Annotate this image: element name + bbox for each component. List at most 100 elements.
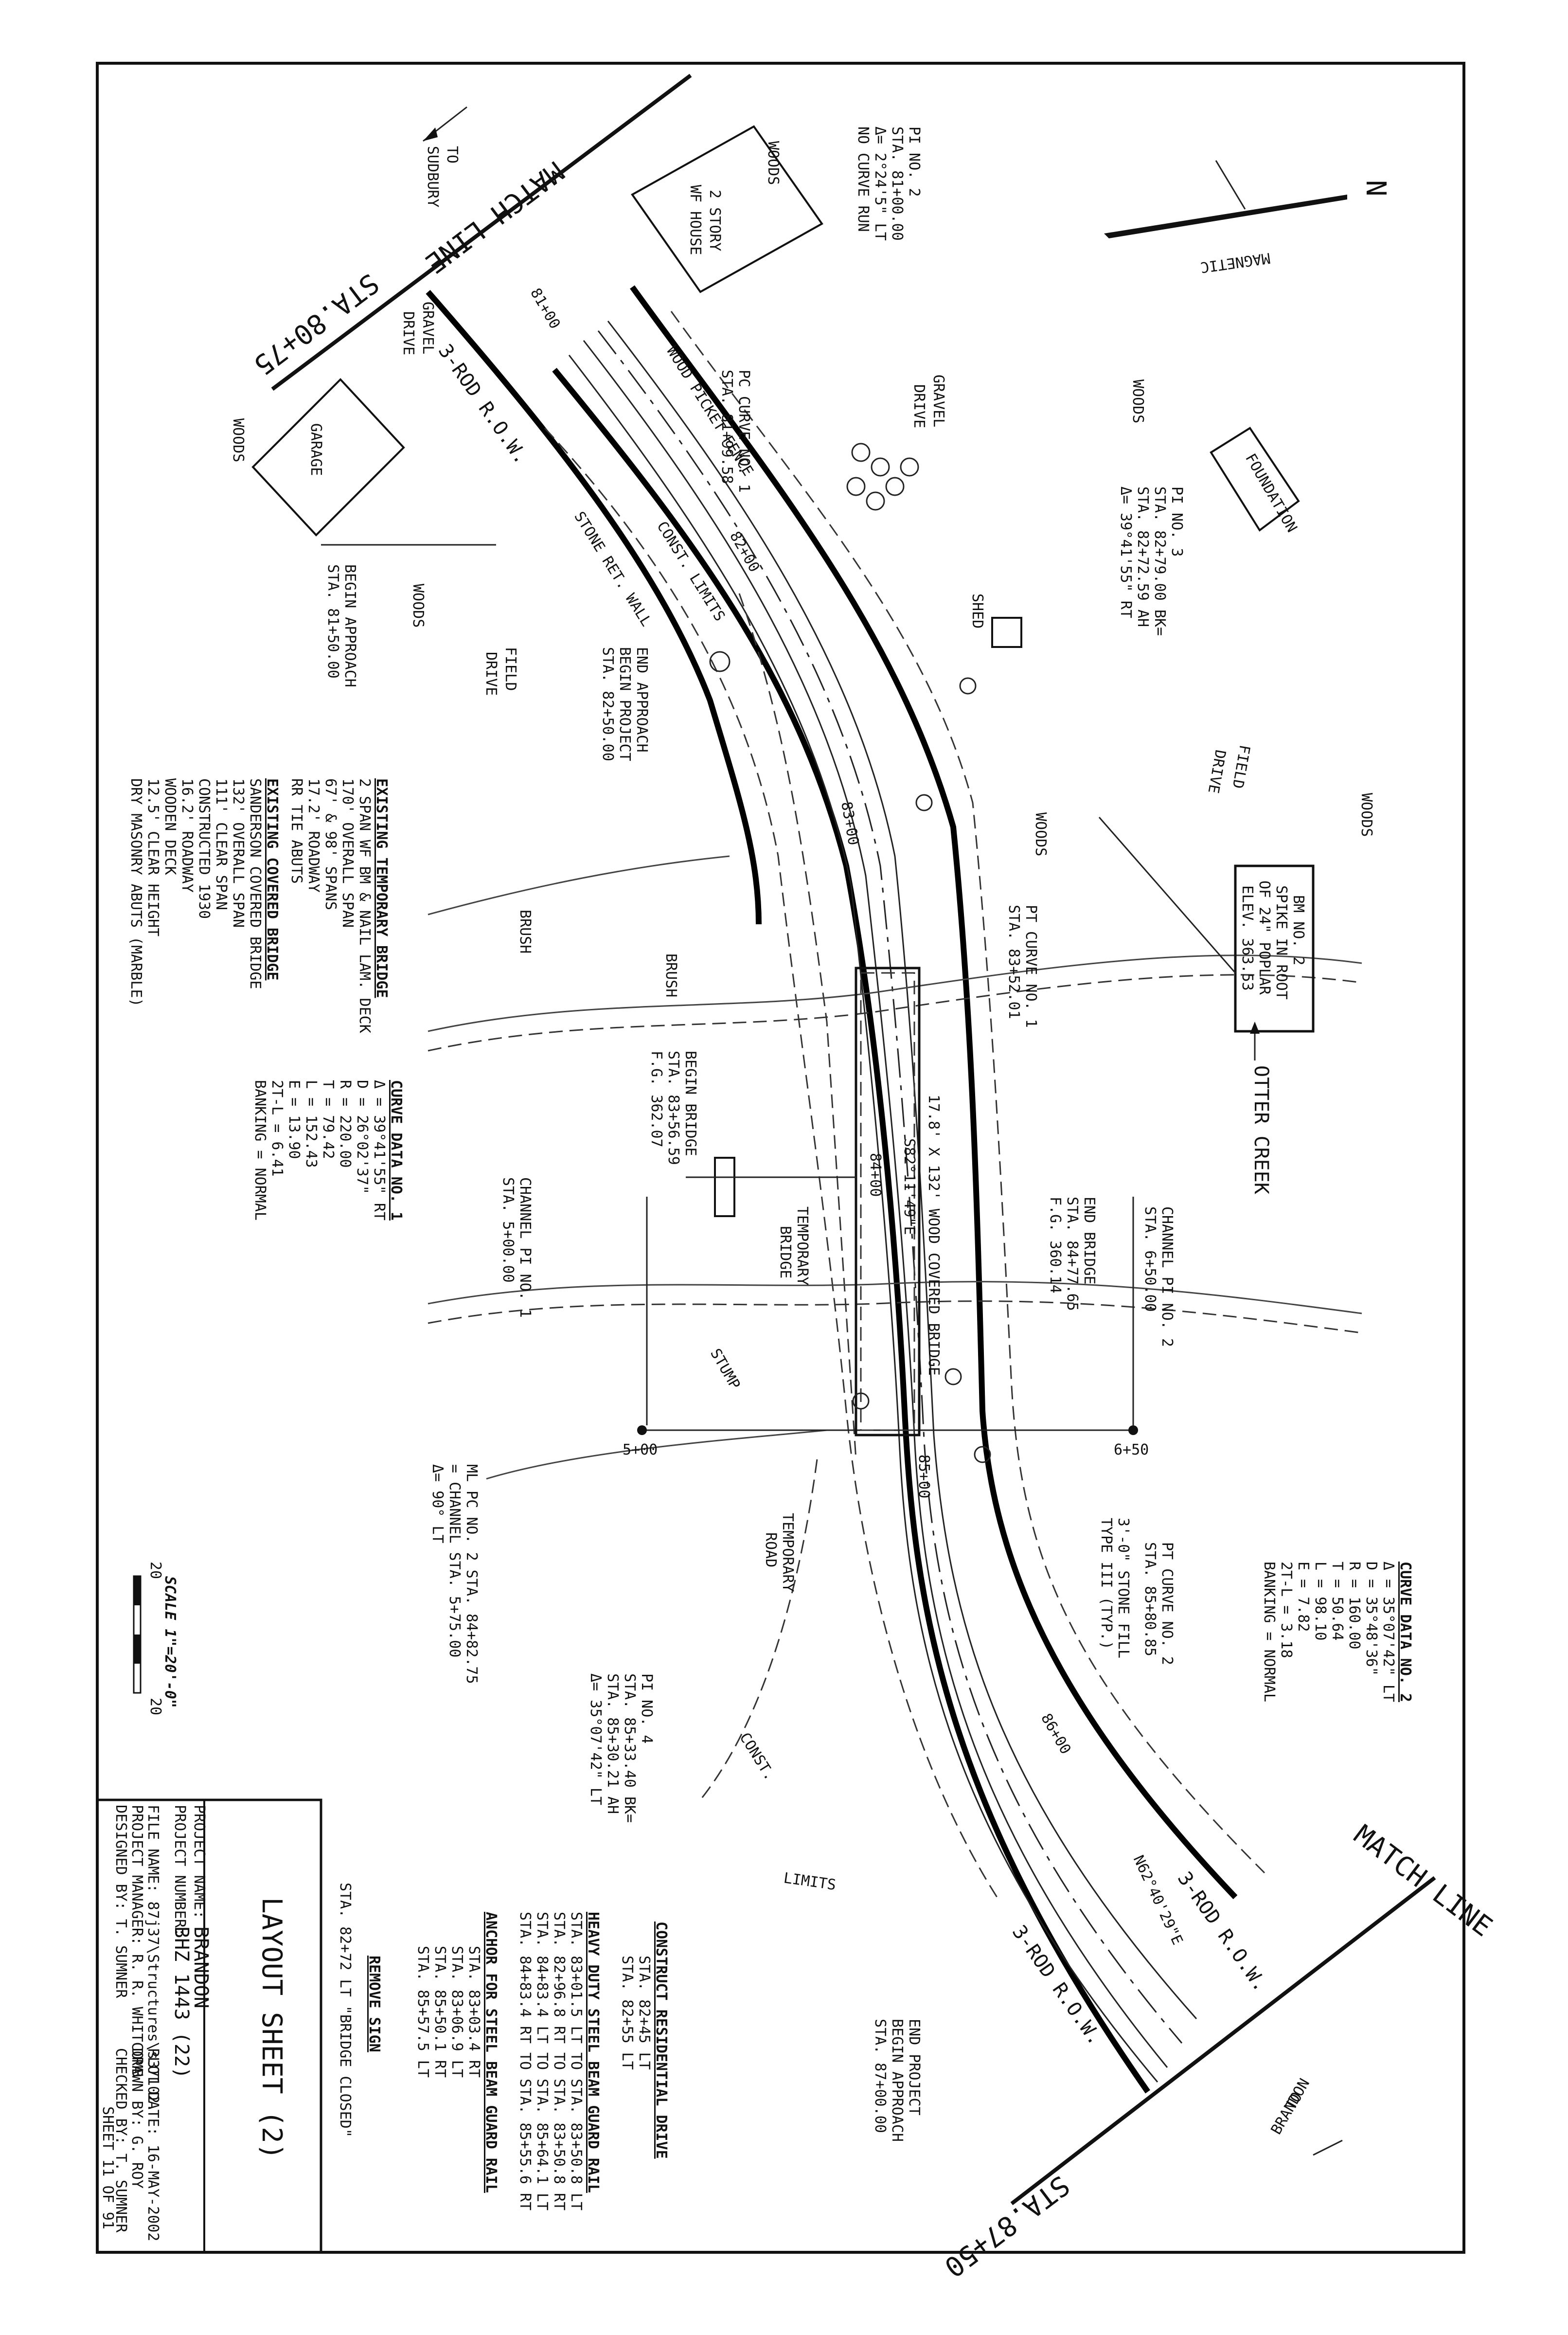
svg-text:STA. 81+50.00: STA. 81+50.00 <box>324 564 341 679</box>
svg-text:OF 24" POPLAR: OF 24" POPLAR <box>1256 880 1273 995</box>
svg-text:Δ = 39°41'55" RT: Δ = 39°41'55" RT <box>371 1080 388 1221</box>
const-limits-label-2: CONST. <box>736 1730 778 1783</box>
svg-text:STA. 85+33.40 BK=: STA. 85+33.40 BK= <box>621 1673 638 1823</box>
svg-text:L = 98.10: L = 98.10 <box>1312 1562 1329 1641</box>
svg-text:STA. 82+55 LT: STA. 82+55 LT <box>619 1956 636 2070</box>
svg-text:STA. 84+83.4 LT TO STA. 85+64.: STA. 84+83.4 LT TO STA. 85+64.1 LT <box>534 1912 551 2210</box>
svg-text:BEGIN PROJECT: BEGIN PROJECT <box>616 647 633 761</box>
note-pc-curve1: PC CURVE NO. 1 STA. 81+99.58 <box>718 370 752 493</box>
svg-text:REMOVE SIGN: REMOVE SIGN <box>366 1956 383 2052</box>
note-channel-pi1: CHANNEL PI NO. 1 STA. 5+00.00 <box>499 1177 648 1425</box>
temporary-bridge: TEMPORARY BRIDGE <box>714 1157 811 1286</box>
row-label-right-bot: 3-ROD R.O.W. <box>1008 1921 1106 2049</box>
svg-text:ANCHOR FOR STEEL BEAM GUARD RA: ANCHOR FOR STEEL BEAM GUARD RAIL <box>482 1912 499 2193</box>
note-pt-curve2: PT CURVE NO. 2 STA. 85+80.85 <box>1141 1542 1176 1665</box>
existing-covered-bridge-notes: EXISTING COVERED BRIDGE SANDERSON COVERE… <box>127 778 281 1007</box>
svg-text:CHANNEL PI NO. 1: CHANNEL PI NO. 1 <box>517 1177 534 1318</box>
svg-text:132' OVERALL SPAN: 132' OVERALL SPAN <box>230 778 247 928</box>
svg-text:BEGIN APPROACH: BEGIN APPROACH <box>341 564 358 687</box>
field-drive-3: FIELD <box>1229 744 1253 790</box>
sheet-title: LAYOUT SHEET (2) <box>256 1897 287 2159</box>
svg-text:ROAD: ROAD <box>762 1532 779 1567</box>
svg-text:STA. 84+77.65: STA. 84+77.65 <box>1064 1197 1081 1311</box>
svg-text:2 STORY: 2 STORY <box>706 190 723 251</box>
svg-text:16.2' ROADWAY: 16.2' ROADWAY <box>178 778 196 893</box>
svg-text:PI NO. 3: PI NO. 3 <box>1168 486 1185 557</box>
field-drive-1: FIELD <box>502 647 519 691</box>
woods-label-1: WOODS <box>765 141 782 185</box>
to-sudbury-arrow: TO SUDBURY <box>423 106 467 207</box>
svg-text:Δ= 2°24'5" LT: Δ= 2°24'5" LT <box>872 126 889 241</box>
bridge-bearing: S82°11'49"E <box>901 1138 918 1235</box>
svg-text:PT CURVE NO. 1: PT CURVE NO. 1 <box>1022 905 1039 1028</box>
note-temp-road: TEMPORARY ROAD <box>762 1513 796 1592</box>
guard-rail-notes: HEAVY DUTY STEEL BEAM GUARD RAIL STA. 83… <box>517 1912 602 2210</box>
north-arrow: N MAGNETIC <box>1104 160 1391 276</box>
woods-label-2: WOODS <box>230 418 247 462</box>
note-pi4: PI NO. 4 STA. 85+33.40 BK= STA. 85+30.21… <box>587 1673 655 1823</box>
svg-text:17.2' ROADWAY: 17.2' ROADWAY <box>305 778 322 893</box>
svg-text:CURVE DATA NO. 1: CURVE DATA NO. 1 <box>388 1080 405 1221</box>
trees <box>709 443 991 1463</box>
svg-text:GARAGE: GARAGE <box>307 423 324 476</box>
temp-bridge-l2: BRIDGE <box>777 1226 794 1278</box>
note-stone-fill: 3'-0" STONE FILL TYPE III (TYP.) <box>1098 1518 1132 1658</box>
svg-text:BEGIN BRIDGE: BEGIN BRIDGE <box>682 1051 699 1156</box>
svg-text:STA. 81+99.58: STA. 81+99.58 <box>718 370 735 484</box>
svg-text:Δ= 39°41'55" RT: Δ= 39°41'55" RT <box>1117 486 1134 618</box>
svg-text:STA. 83+56.59: STA. 83+56.59 <box>665 1051 682 1165</box>
checked-by: CHECKED BY: T. SUMNER <box>112 2048 129 2233</box>
svg-text:L = 152.43: L = 152.43 <box>303 1080 320 1168</box>
note-channel-pi2: CHANNEL PI NO. 2 STA. 6+50.00 <box>1132 1197 1176 1425</box>
svg-text:EXISTING COVERED BRIDGE: EXISTING COVERED BRIDGE <box>264 778 281 980</box>
svg-text:SANDERSON COVERED BRIDGE: SANDERSON COVERED BRIDGE <box>247 778 264 989</box>
match-line-right-label: MATCH LINE <box>1348 1819 1498 1943</box>
gravel-drive-4: DRIVE <box>400 311 417 355</box>
woods-label-3: WOODS <box>410 584 427 628</box>
svg-text:END APPROACH: END APPROACH <box>633 647 650 753</box>
svg-text:STA. 82+79.00 BK=: STA. 82+79.00 BK= <box>1151 486 1168 636</box>
match-sta-right-label: STA.87+50 <box>938 2169 1075 2283</box>
bridge-label: 17.8' X 132' WOOD COVERED BRIDGE <box>925 1095 942 1376</box>
magnetic-label: MAGNETIC <box>1199 249 1271 276</box>
to-brandon-arrow: TO BRANDON <box>1268 2076 1343 2156</box>
stump-label: STUMP <box>707 1346 743 1393</box>
foundation: FOUNDATION <box>1210 427 1301 535</box>
svg-text:BANKING = NORMAL: BANKING = NORMAL <box>1261 1562 1278 1702</box>
match-sta-left-label: STA.80+75 <box>248 267 384 381</box>
note-pi3: PI NO. 3 STA. 82+79.00 BK= STA. 82+72.59… <box>1117 486 1185 636</box>
scale-left: 20 <box>147 1562 164 1579</box>
construct-drive-notes: CONSTRUCT RESIDENTIAL DRIVE STA. 82+45 L… <box>619 1922 670 2159</box>
title-block: LAYOUT SHEET (2) PROJECT NAME: BRANDON P… <box>96 1798 322 2254</box>
svg-text:PT CURVE NO. 2: PT CURVE NO. 2 <box>1158 1542 1176 1665</box>
garage: GARAGE <box>251 378 405 537</box>
svg-text:EXISTING TEMPORARY BRIDGE: EXISTING TEMPORARY BRIDGE <box>373 778 390 998</box>
svg-text:NO CURVE RUN: NO CURVE RUN <box>855 126 872 232</box>
svg-text:CONSTRUCTED 1930: CONSTRUCTED 1930 <box>196 778 213 919</box>
project-number-label: PROJECT NUMBER: <box>171 1805 188 1937</box>
svg-text:STA. 85+57.5 LT: STA. 85+57.5 LT <box>414 1946 431 2078</box>
svg-text:STA. 82+72 LT "BRIDGE CLOSED": STA. 82+72 LT "BRIDGE CLOSED" <box>337 1883 354 2137</box>
svg-text:F.G. 360.14: F.G. 360.14 <box>1047 1197 1064 1293</box>
svg-text:TO: TO <box>444 146 461 163</box>
match-line-left-label: MATCH LINE <box>419 155 569 279</box>
covered-bridge: 17.8' X 132' WOOD COVERED BRIDGE S82°11'… <box>855 967 942 1437</box>
svg-text:STA. 81+00.00: STA. 81+00.00 <box>889 126 906 241</box>
note-ml-pc2: ML PC NO. 2 STA. 84+82.75 = CHANNEL STA.… <box>429 1464 480 1684</box>
svg-text:2T-L = 6.41: 2T-L = 6.41 <box>268 1080 285 1177</box>
curve-data-2: CURVE DATA NO. 2 Δ = 35°07'42" LT D = 35… <box>1261 1562 1414 1702</box>
file-name: FILE NAME: 87j37\Structures\s37102. <box>144 1805 161 2112</box>
svg-text:STA. 5+00.00: STA. 5+00.00 <box>499 1177 517 1283</box>
svg-text:PI NO. 4: PI NO. 4 <box>638 1673 655 1744</box>
bm-no2-text: BM NO. 2 SPIKE IN ROOT OF 24" POPLAR ELE… <box>1239 880 1307 1000</box>
svg-text:E = 13.90: E = 13.90 <box>285 1080 303 1159</box>
svg-text:STA. 83+03.4 RT: STA. 83+03.4 RT <box>465 1946 482 2078</box>
svg-text:STA. 85+80.85: STA. 85+80.85 <box>1141 1542 1158 1656</box>
channel-sta-5: 5+00 <box>623 1441 658 1458</box>
svg-text:BRANDON: BRANDON <box>1268 2076 1314 2137</box>
svg-text:STA. 84+83.4 RT TO STA. 85+55.: STA. 84+83.4 RT TO STA. 85+55.6 RT <box>517 1912 534 2210</box>
svg-text:HEAVY DUTY STEEL BEAM GUARD RA: HEAVY DUTY STEEL BEAM GUARD RAIL <box>585 1912 602 2193</box>
note-end-project: END PROJECT BEGIN APPROACH STA. 87+00.00 <box>872 2019 923 2142</box>
roadway-edges <box>568 321 1197 2083</box>
svg-text:END BRIDGE: END BRIDGE <box>1081 1197 1098 1285</box>
